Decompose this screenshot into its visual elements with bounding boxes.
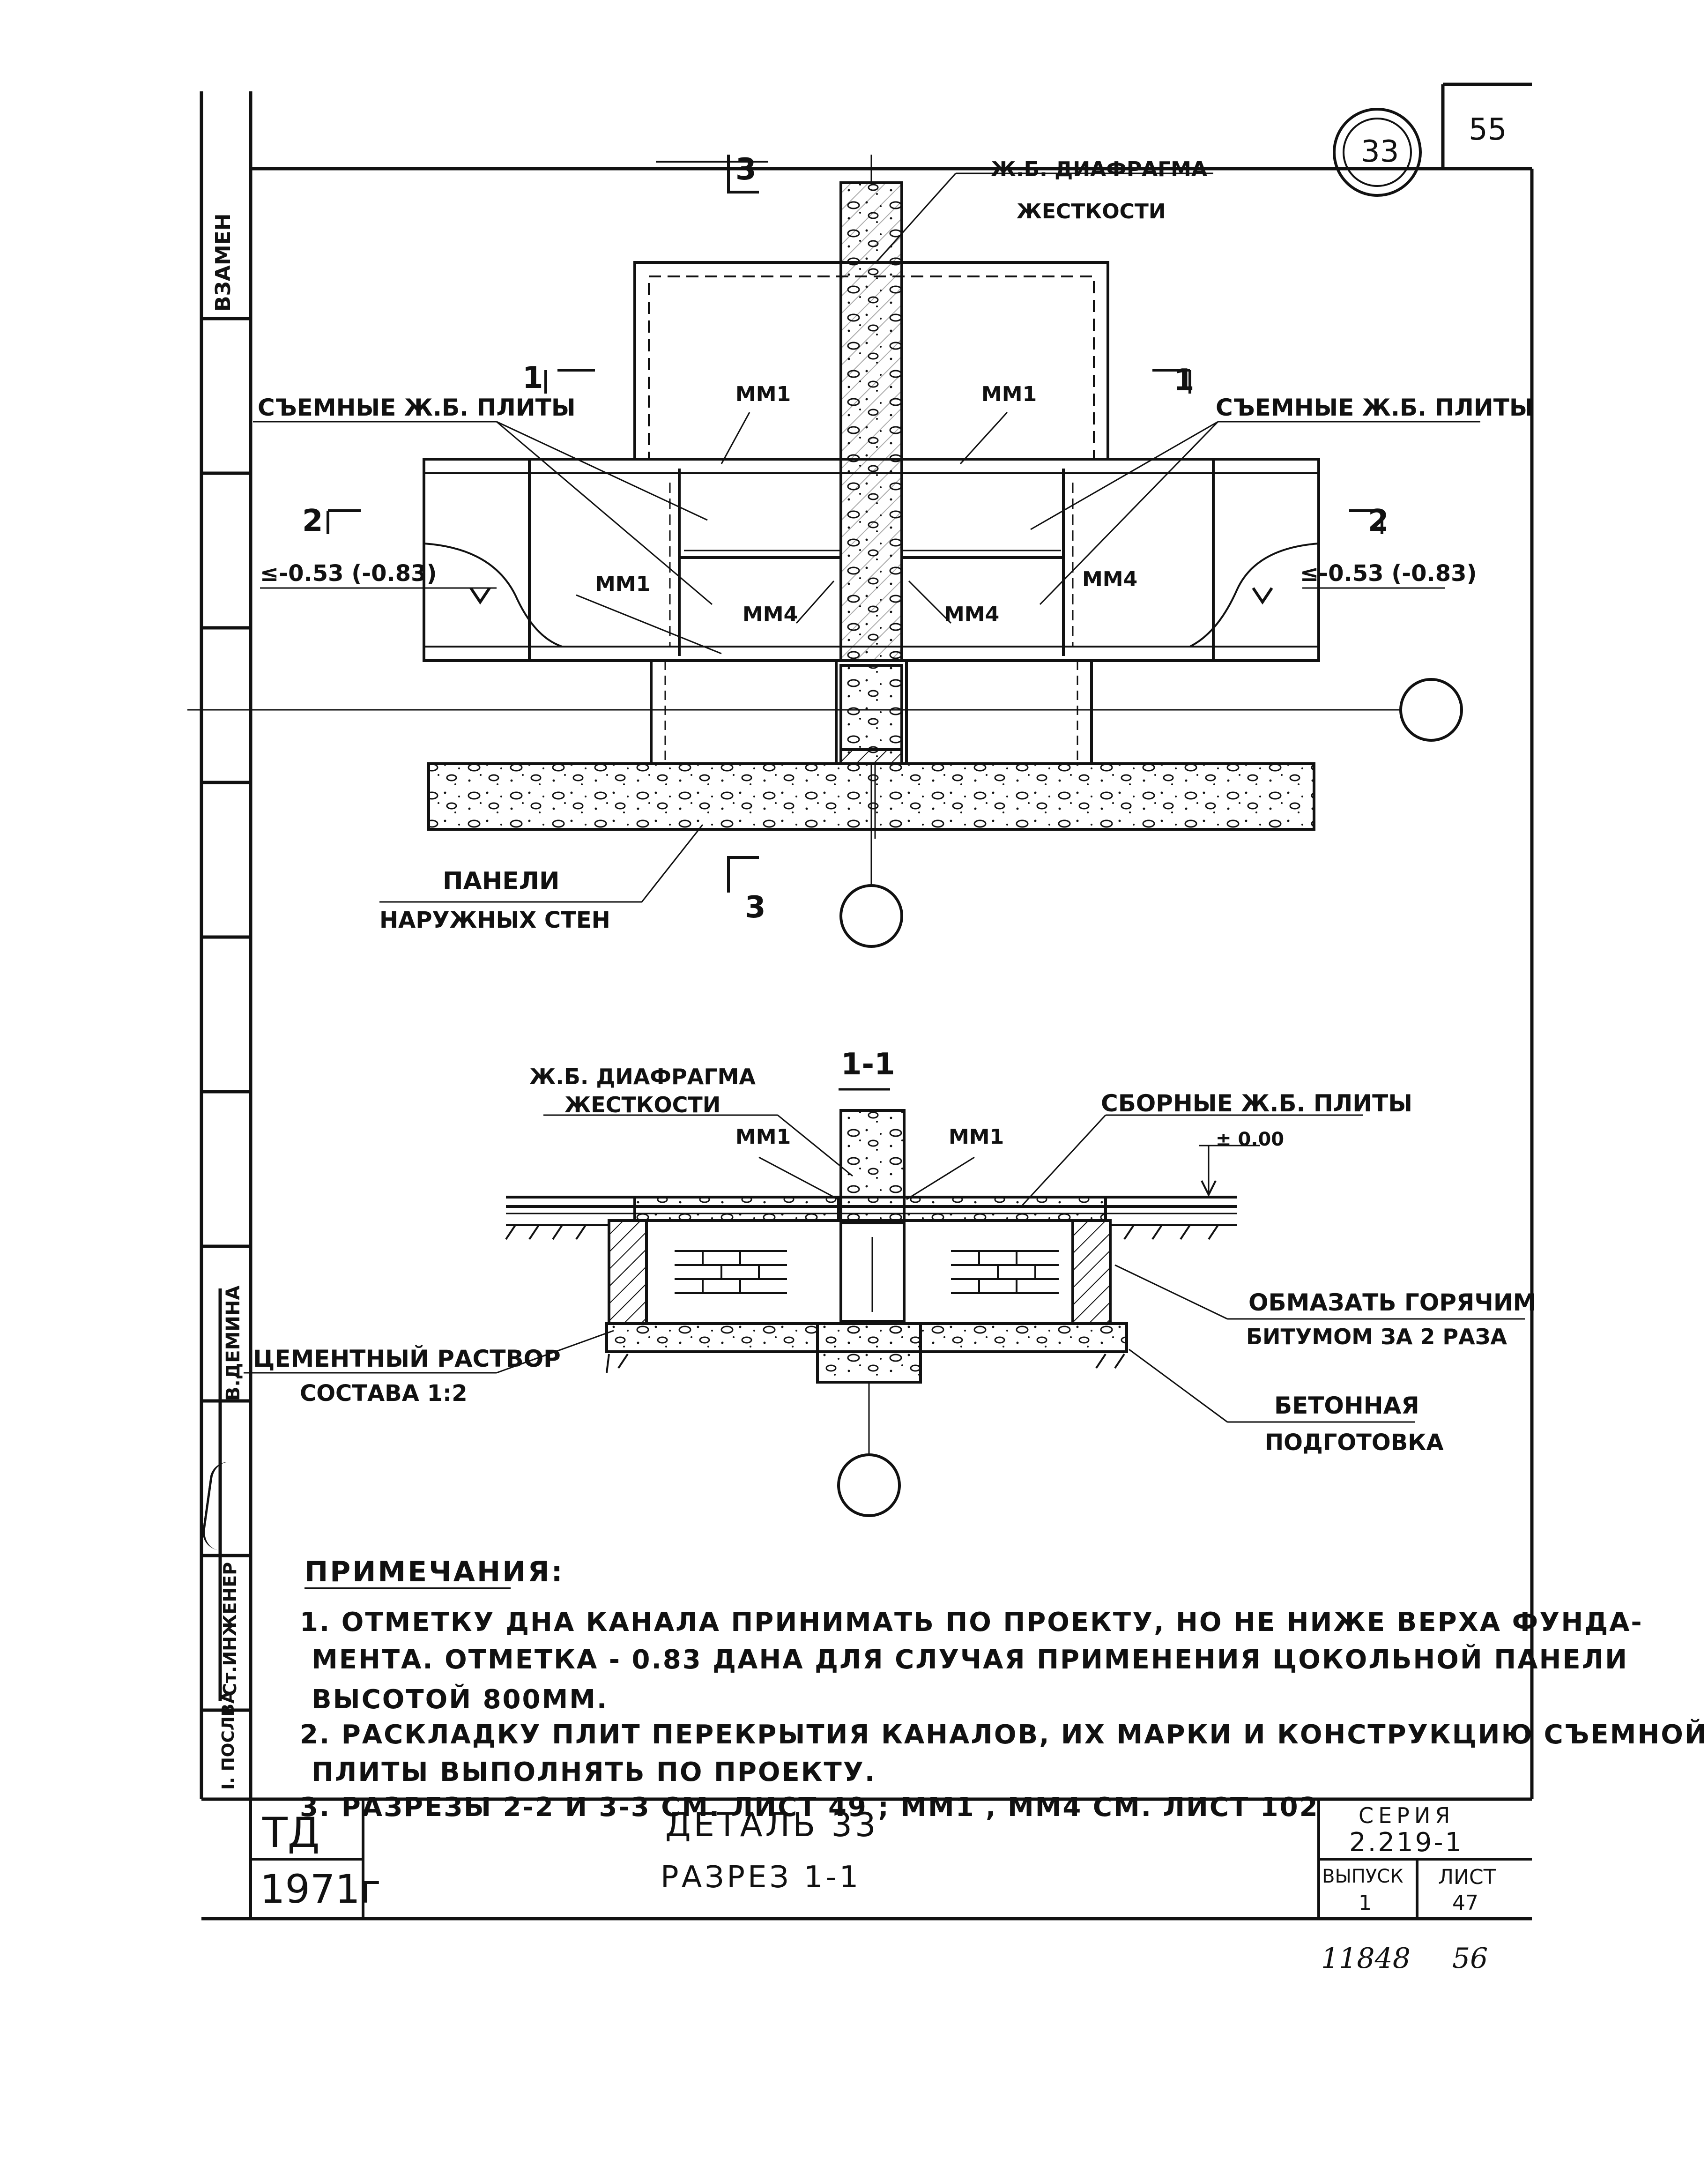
section-mortar-2: СОСТАВА 1:2 [300, 1380, 468, 1407]
detail-circle [1333, 108, 1422, 197]
plan-diaphragm-label-2: ЖЕСТКОСТИ [1017, 200, 1166, 223]
margin-vzamen: ВЗАМЕН [211, 213, 235, 312]
section-bitumen-1: ОБМАЗАТЬ ГОРЯЧИМ [1248, 1289, 1537, 1316]
notes-line-1: 1. ОТМЕТКУ ДНА КАНАЛА ПРИНИМАТЬ ПО ПРОЕК… [300, 1607, 1643, 1638]
footer-page: 56 [1452, 1942, 1488, 1975]
plan-panels-2: НАРУЖНЫХ СТЕН [379, 907, 610, 933]
tb-series-label: СЕРИЯ [1359, 1803, 1455, 1828]
plan-mm4-b: ММ4 [944, 603, 1000, 626]
title-block-lines [249, 1799, 1532, 1919]
plan-section2-left: 2 [302, 504, 323, 538]
plan-level-right: ≤-0.53 (-0.83) [1300, 560, 1477, 587]
tb-org: ТД [262, 1809, 320, 1857]
plan-removable-right: СЪЕМНЫЕ Ж.Б. ПЛИТЫ [1216, 394, 1534, 421]
notes-line-2: МЕНТА. ОТМЕТКА - 0.83 ДАНА ДЛЯ СЛУЧАЯ ПР… [312, 1645, 1628, 1675]
plan-mm1-b: ММ1 [981, 382, 1037, 406]
plan-mm4-c: ММ4 [1082, 567, 1138, 591]
tb-issue-label: ВЫПУСК [1322, 1866, 1404, 1887]
plan-view [187, 155, 1480, 948]
plan-section2-right: 2 [1368, 504, 1389, 538]
detail-number: 33 [1361, 134, 1399, 169]
plan-mm4-a: ММ4 [743, 603, 798, 626]
section-view [244, 1088, 1525, 1517]
tb-title-2: РАЗРЕЗ 1-1 [661, 1860, 861, 1895]
notes-line-4: 2. РАСКЛАДКУ ПЛИТ ПЕРЕКРЫТИЯ КАНАЛОВ, ИХ… [300, 1720, 1708, 1750]
tb-sheet-label: ЛИСТ [1438, 1865, 1496, 1889]
plan-diaphragm-label-1: Ж.Б. ДИАФРАГМА [991, 157, 1208, 181]
plan-mm1-c: ММ1 [595, 572, 651, 596]
plan-panels-1: ПАНЕЛИ [443, 867, 560, 895]
notes-heading: ПРИМЕЧАНИЯ: [304, 1556, 564, 1588]
section-precast-slabs: СБОРНЫЕ Ж.Б. ПЛИТЫ [1101, 1090, 1413, 1117]
notes-line-5: ПЛИТЫ ВЫПОЛНЯТЬ ПО ПРОЕКТУ. [312, 1757, 876, 1787]
section-bitumen-2: БИТУМОМ ЗА 2 РАЗА [1246, 1324, 1507, 1349]
notes-line-3: ВЫСОТОЙ 800ММ. [312, 1684, 609, 1715]
plan-section3-top: 3 [735, 152, 757, 187]
page-number: 55 [1469, 112, 1507, 147]
margin-bottom-name: I. ПОСЛВА [219, 1690, 238, 1790]
plan-level-left: ≤-0.53 (-0.83) [260, 560, 437, 587]
tb-sheet-value: 47 [1452, 1891, 1478, 1915]
plan-mm1-a: ММ1 [735, 382, 791, 406]
section-mm1-left: ММ1 [735, 1125, 791, 1149]
tb-title-1: ДЕТАЛЬ 33 [665, 1806, 879, 1844]
plan-section3-bottom: 3 [745, 890, 766, 925]
section-mm1-right: ММ1 [949, 1125, 1004, 1149]
plan-section1-left: 1 [522, 361, 543, 395]
margin-engineer-label: Ст.ИНЖЕНЕР [220, 1562, 240, 1696]
section-diaphragm-2: ЖЕСТКОСТИ [564, 1092, 721, 1117]
sheet-frame [200, 82, 1534, 1921]
tb-year: 1971г [260, 1866, 381, 1912]
drawing-sheet [187, 82, 1534, 1921]
section-concrete-1: БЕТОННАЯ [1274, 1392, 1419, 1419]
section-concrete-2: ПОДГОТОВКА [1265, 1429, 1444, 1456]
notes-line-6: 3. РАЗРЕЗЫ 2-2 И 3-3 СМ. ЛИСТ 49 ; ММ1 ,… [300, 1792, 1319, 1823]
section-mortar-1: ЦЕМЕНТНЫЙ РАСТВОР [253, 1345, 561, 1372]
tb-series-value: 2.219-1 [1349, 1827, 1464, 1858]
margin-engineer-name: В.ДЕМИНА [223, 1285, 244, 1401]
section-title: 1-1 [841, 1047, 895, 1082]
notes-underlines [304, 161, 768, 1589]
tb-issue-value: 1 [1359, 1891, 1372, 1915]
section-diaphragm-1: Ж.Б. ДИАФРАГМА [529, 1064, 756, 1089]
footer-archive-number: 11848 [1321, 1942, 1411, 1975]
plan-section1-right: 1 [1173, 363, 1195, 398]
plan-removable-left: СЪЕМНЫЕ Ж.Б. ПЛИТЫ [258, 394, 576, 421]
section-level-zero: ± 0.00 [1216, 1129, 1285, 1150]
